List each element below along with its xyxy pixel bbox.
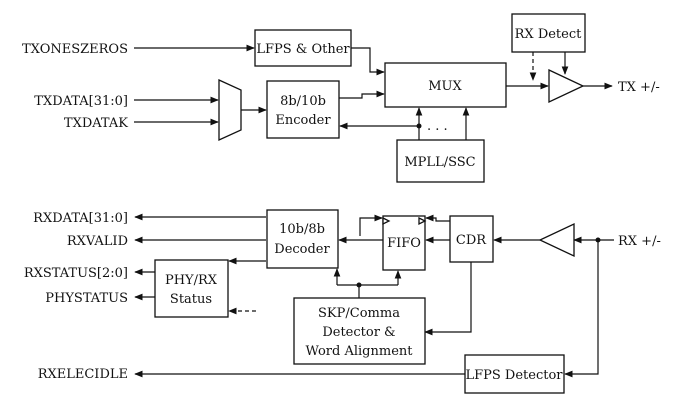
rx-input-label: RX +/- (618, 234, 661, 249)
encoder-block (266, 80, 340, 139)
rx-path: RXDATA[31:0] RXVALID RXSTATUS[2:0] PHYST… (24, 209, 661, 394)
skp-bus-junction-dot (356, 282, 362, 288)
mpll-block (396, 139, 485, 183)
tx-driver-triangle (548, 68, 585, 104)
txoneszeros-label: TXONESZEROS (22, 42, 128, 57)
mux-block (384, 62, 507, 108)
decoder-label-line1: 10b/8b (279, 222, 325, 237)
lfps-other-label: LFPS & Other (256, 42, 350, 57)
lfps-detector-block (464, 354, 565, 394)
mpll-label: MPLL/SSC (404, 155, 475, 170)
fifo-clock-marker-left (382, 216, 391, 226)
rxelecidle-label: RXELECIDLE (38, 367, 128, 382)
lfps-to-mux-wire (351, 47, 385, 76)
mpll-junction-dot (416, 123, 422, 129)
skp-comma-line3: Word Alignment (306, 344, 414, 359)
phy-rx-status-line2: Status (170, 292, 212, 307)
tx-path: TXONESZEROS TXDATA[31:0] TXDATAK LFPS & … (22, 13, 660, 183)
encoder-label-line2: Encoder (275, 113, 331, 128)
skp-comma-line1: SKP/Comma (318, 306, 400, 321)
phy-rx-status-block (154, 259, 229, 318)
txdatak-label: TXDATAK (64, 116, 128, 131)
fifo-block (382, 215, 426, 271)
rxdata-label: RXDATA[31:0] (33, 211, 128, 226)
mux-label: MUX (428, 79, 462, 94)
cdr-label: CDR (456, 233, 487, 248)
mpll-ellipsis: . . . (427, 119, 448, 134)
encoder-to-mux-wire (339, 90, 385, 99)
decoder-label-line2: Decoder (274, 242, 330, 257)
encoder-label-line1: 8b/10b (280, 94, 326, 109)
fifo-clock-marker-right (418, 216, 427, 226)
phy-rx-status-line1: PHY/RX (165, 273, 218, 288)
skp-comma-block (293, 297, 426, 365)
fifo-clock-top-wire (359, 214, 383, 236)
txdata-label: TXDATA[31:0] (34, 94, 128, 109)
cdr-to-skp-wire (424, 262, 472, 336)
rx-amplifier-triangle (538, 222, 575, 258)
rx-detect-label: RX Detect (515, 27, 582, 42)
decoder-block (266, 209, 339, 269)
rxvalid-label: RXVALID (67, 234, 128, 249)
fifo-label: FIFO (387, 236, 421, 251)
lfps-other-block (254, 29, 352, 67)
tx-input-mux (218, 78, 242, 142)
rxstatus-label: RXSTATUS[2:0] (24, 266, 128, 281)
rx-detect-block (511, 13, 586, 53)
rx-input-to-lfps-wire (564, 240, 599, 378)
skp-comma-line2: Detector & (322, 325, 395, 340)
cdr-clock-to-fifo-wire (425, 214, 450, 222)
lfps-detector-label: LFPS Detector (465, 368, 563, 383)
phystatus-label: PHYSTATUS (45, 291, 128, 306)
tx-output-label: TX +/- (618, 80, 660, 95)
